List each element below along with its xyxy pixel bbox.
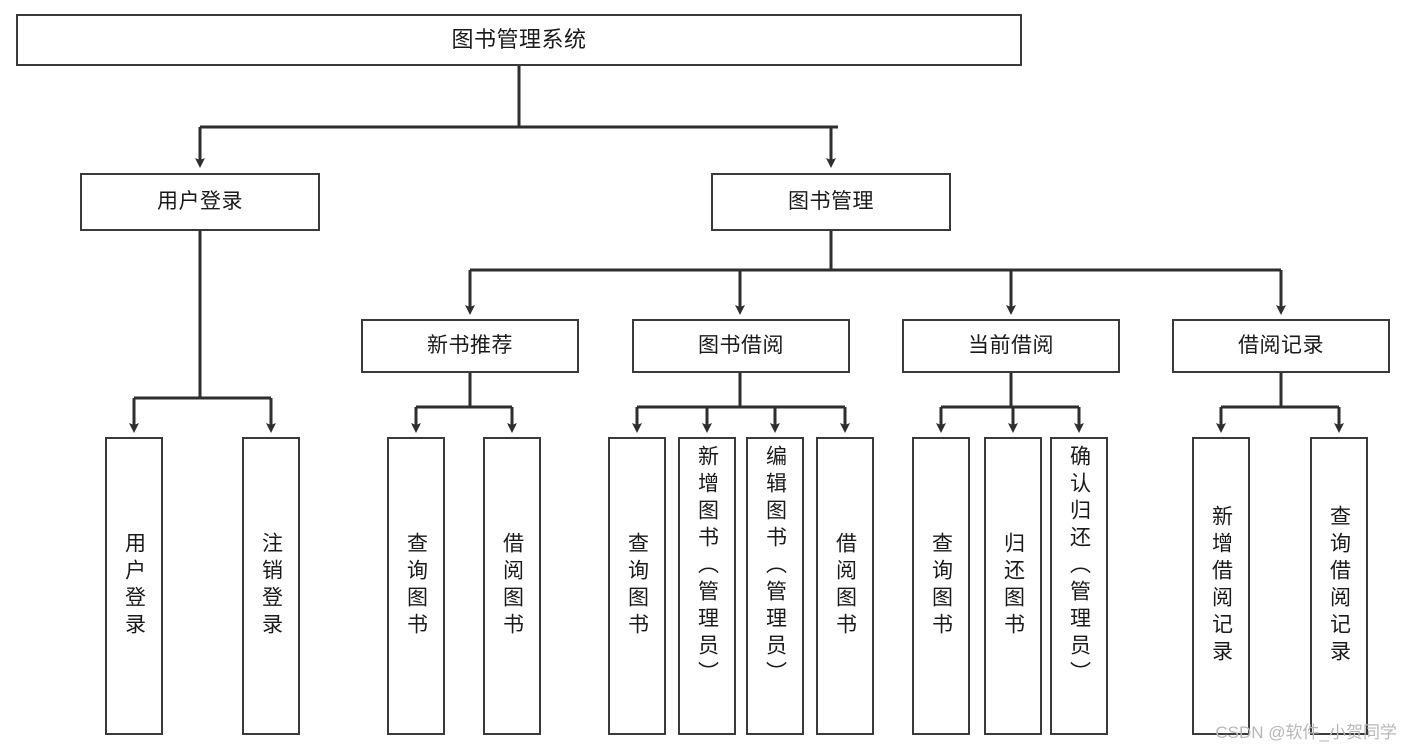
node-label: 查询图书	[625, 532, 649, 640]
node-label: 用户登录	[157, 190, 243, 214]
node-book-management[interactable]: 图书管理	[711, 173, 951, 231]
node-current-borrow[interactable]: 当前借阅	[902, 319, 1120, 373]
node-leaf-return-book[interactable]: 归还图书	[984, 437, 1042, 735]
node-leaf-add-borrow-record[interactable]: 新增借阅记录	[1192, 437, 1250, 735]
node-root-book-management-system[interactable]: 图书管理系统	[16, 14, 1022, 66]
node-label: 借阅图书	[500, 532, 524, 640]
node-leaf-borrow-book[interactable]: 借阅图书	[816, 437, 874, 735]
node-label: 新增图书（管理员）	[695, 445, 719, 688]
node-label: 用户登录	[122, 532, 146, 640]
node-label: 借阅图书	[833, 532, 857, 640]
node-leaf-add-book-admin[interactable]: 新增图书（管理员）	[678, 437, 736, 735]
node-label: 图书管理系统	[451, 26, 587, 52]
node-leaf-edit-book-admin[interactable]: 编辑图书（管理员）	[746, 437, 804, 735]
node-leaf-query-book-recommend[interactable]: 查询图书	[387, 437, 445, 735]
node-leaf-confirm-return-admin[interactable]: 确认归还（管理员）	[1050, 437, 1108, 735]
node-leaf-borrow-book-recommend[interactable]: 借阅图书	[483, 437, 541, 735]
node-user-login[interactable]: 用户登录	[80, 173, 320, 231]
node-new-book-recommend[interactable]: 新书推荐	[361, 319, 579, 373]
node-label: 查询借阅记录	[1327, 505, 1351, 667]
node-label: 新书推荐	[427, 334, 513, 358]
node-label: 借阅记录	[1238, 334, 1324, 358]
node-label: 查询图书	[404, 532, 428, 640]
node-label: 图书借阅	[698, 334, 784, 358]
node-leaf-query-book-borrow[interactable]: 查询图书	[608, 437, 666, 735]
node-label: 当前借阅	[968, 334, 1054, 358]
node-label: 新增借阅记录	[1209, 505, 1233, 667]
node-label: 编辑图书（管理员）	[763, 445, 787, 688]
node-leaf-query-borrow-record[interactable]: 查询借阅记录	[1310, 437, 1368, 735]
node-leaf-query-book-current[interactable]: 查询图书	[912, 437, 970, 735]
node-label: 确认归还（管理员）	[1067, 445, 1091, 688]
node-label: 查询图书	[929, 532, 953, 640]
node-label: 图书管理	[788, 190, 874, 214]
node-borrow-record[interactable]: 借阅记录	[1172, 319, 1390, 373]
node-label: 注销登录	[259, 532, 283, 640]
csdn-watermark: CSDN @软件_小贺同学	[1215, 723, 1397, 742]
node-leaf-user-logout[interactable]: 注销登录	[242, 437, 300, 735]
node-book-borrow[interactable]: 图书借阅	[632, 319, 850, 373]
node-label: 归还图书	[1001, 532, 1025, 640]
node-leaf-user-login[interactable]: 用户登录	[105, 437, 163, 735]
